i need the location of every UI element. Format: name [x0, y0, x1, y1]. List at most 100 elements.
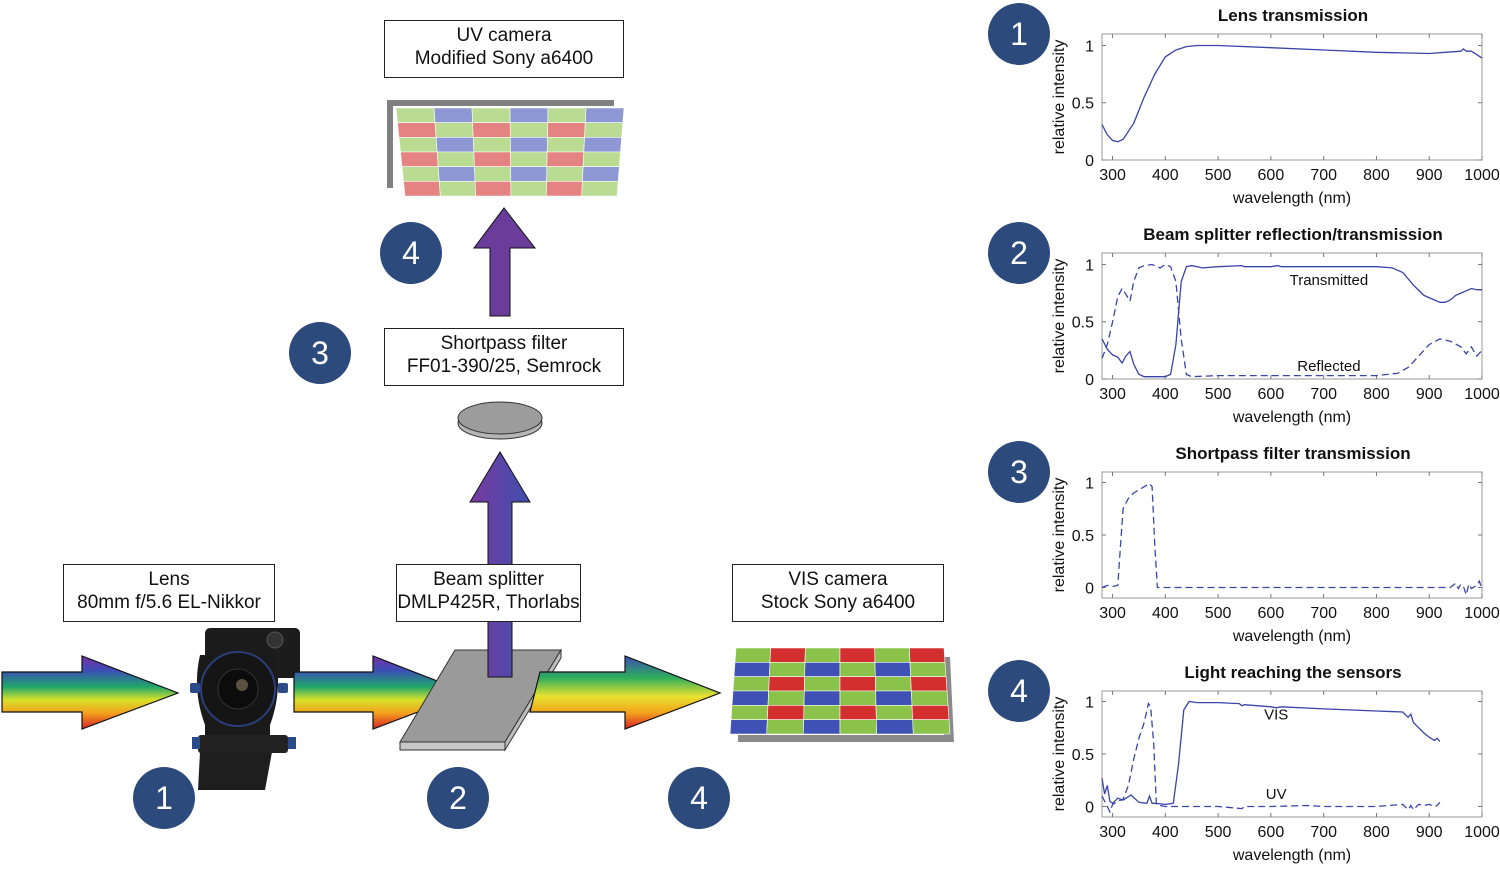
beam-splitter-title: Beam splitter — [433, 569, 544, 590]
x-tick-label: 700 — [1310, 605, 1337, 622]
x-tick-label: 500 — [1205, 605, 1232, 622]
bayer-pixel-g — [472, 137, 511, 153]
bayer-pixel-r — [911, 705, 950, 720]
bayer-pixel-g — [730, 705, 769, 720]
y-tick-label: 0.5 — [1072, 96, 1094, 113]
bayer-pixel-b — [874, 662, 911, 677]
bayer-pixel-b — [733, 662, 771, 677]
annotation-reflected: Reflected — [1297, 358, 1360, 375]
bayer-pixel-b — [584, 107, 625, 123]
series-line-shortpass — [1101, 482, 1483, 598]
bayer-pixel-g — [804, 676, 841, 692]
bayer-pixel-g — [395, 107, 436, 123]
bayer-pixel-r — [768, 676, 805, 692]
bayer-pixel-g — [767, 690, 805, 706]
y-tick-label: 0 — [1085, 372, 1094, 389]
y-axis-label: relative intensity — [1051, 697, 1068, 812]
x-tick-label: 400 — [1152, 167, 1179, 184]
plot-1-title: Lens transmission — [1217, 6, 1369, 25]
badge-lens: 1 — [133, 767, 195, 829]
shortpass-filter-title: Shortpass filter — [440, 333, 568, 354]
visible-light-arrow — [529, 655, 722, 730]
bayer-pixel-r — [546, 181, 583, 197]
x-tick-label: 1000 — [1464, 167, 1500, 184]
x-tick-label: 500 — [1205, 824, 1232, 841]
annotation-vis: VIS — [1264, 706, 1288, 723]
badge-plot-3: 3 — [988, 441, 1050, 503]
x-axis-label: wavelength (nm) — [1232, 628, 1351, 645]
bayer-pixel-g — [581, 181, 619, 197]
series-line-lens — [1101, 44, 1483, 143]
bayer-pixel-r — [400, 151, 439, 167]
bayer-pixel-g — [839, 719, 877, 735]
lens-label: Lens 80mm f/5.6 EL-Nikkor — [63, 564, 275, 622]
bayer-pixel-g — [734, 647, 771, 663]
bayer-pixel-g — [803, 705, 841, 720]
bayer-pixel-r — [397, 122, 437, 138]
plot-axes-box — [1101, 471, 1483, 599]
bayer-pixel-b — [803, 690, 841, 706]
bayer-pixel-g — [912, 719, 951, 735]
bayer-pixel-b — [435, 137, 475, 153]
bayer-pixel-g — [875, 705, 913, 720]
badge-plot-2: 2 — [988, 222, 1050, 284]
plot-3-title: Shortpass filter transmission — [1175, 444, 1411, 463]
input-light-arrow — [1, 655, 180, 730]
x-tick-label: 500 — [1205, 167, 1232, 184]
bayer-pixel-b — [433, 107, 473, 123]
plot-axes-box — [1101, 252, 1483, 380]
bayer-pixel-b — [510, 166, 548, 182]
shortpass-filter-disk — [457, 401, 543, 440]
x-tick-label: 900 — [1416, 386, 1443, 403]
x-tick-label: 600 — [1258, 605, 1285, 622]
vis-camera-model: Stock Sony a6400 — [760, 592, 916, 613]
beam-splitter-model: DMLP425R, Thorlabs — [397, 592, 580, 613]
y-axis-label: relative intensity — [1051, 40, 1068, 155]
x-tick-label: 500 — [1205, 386, 1232, 403]
badge-beam-splitter: 2 — [427, 767, 489, 829]
bayer-pixel-r — [403, 181, 441, 197]
x-tick-label: 700 — [1310, 167, 1337, 184]
y-tick-label: 1 — [1085, 476, 1094, 493]
badge-plot-1: 1 — [988, 3, 1050, 65]
y-tick-label: 0 — [1085, 800, 1094, 817]
bayer-pixel-g — [911, 690, 949, 706]
x-axis-label: wavelength (nm) — [1232, 409, 1351, 426]
shortpass-filter-label: Shortpass filter FF01-390/25, Semrock — [384, 328, 624, 386]
x-tick-label: 900 — [1416, 605, 1443, 622]
bayer-pixel-r — [547, 122, 586, 138]
x-tick-label: 700 — [1310, 824, 1337, 841]
bayer-pixel-r — [909, 647, 946, 663]
vis-camera-title: VIS camera — [788, 569, 888, 590]
y-tick-label: 0.5 — [1072, 315, 1094, 332]
annotation-uv: UV — [1266, 786, 1287, 803]
x-axis-label: wavelength (nm) — [1232, 847, 1351, 864]
bayer-pixel-r — [472, 122, 511, 138]
x-tick-label: 300 — [1099, 605, 1126, 622]
y-axis-label: relative intensity — [1051, 478, 1068, 593]
x-tick-label: 600 — [1258, 167, 1285, 184]
bayer-pixel-g — [874, 647, 911, 663]
x-tick-label: 400 — [1152, 824, 1179, 841]
bayer-pixel-r — [473, 151, 511, 167]
bayer-pixel-b — [510, 137, 548, 153]
bayer-pixel-b — [509, 107, 549, 123]
y-tick-label: 1 — [1085, 38, 1094, 55]
bayer-pixel-r — [767, 705, 805, 720]
badge-plot-4: 4 — [988, 660, 1050, 722]
bayer-pixel-r — [839, 647, 876, 663]
bayer-pixel-r — [474, 181, 512, 197]
x-tick-label: 600 — [1258, 386, 1285, 403]
x-tick-label: 900 — [1416, 824, 1443, 841]
bayer-pixel-g — [510, 151, 548, 167]
y-tick-label: 0 — [1085, 581, 1094, 598]
bayer-pixel-g — [582, 151, 621, 167]
badge-shortpass-filter: 3 — [289, 322, 351, 384]
uv-camera-model: Modified Sony a6400 — [414, 48, 594, 69]
y-tick-label: 0.5 — [1072, 528, 1094, 545]
bayer-pixel-g — [584, 122, 624, 138]
plot-axes-box — [1101, 690, 1483, 818]
bayer-pixel-g — [839, 662, 876, 677]
bayer-pixel-g — [510, 181, 547, 197]
bayer-pixel-r — [910, 676, 948, 692]
